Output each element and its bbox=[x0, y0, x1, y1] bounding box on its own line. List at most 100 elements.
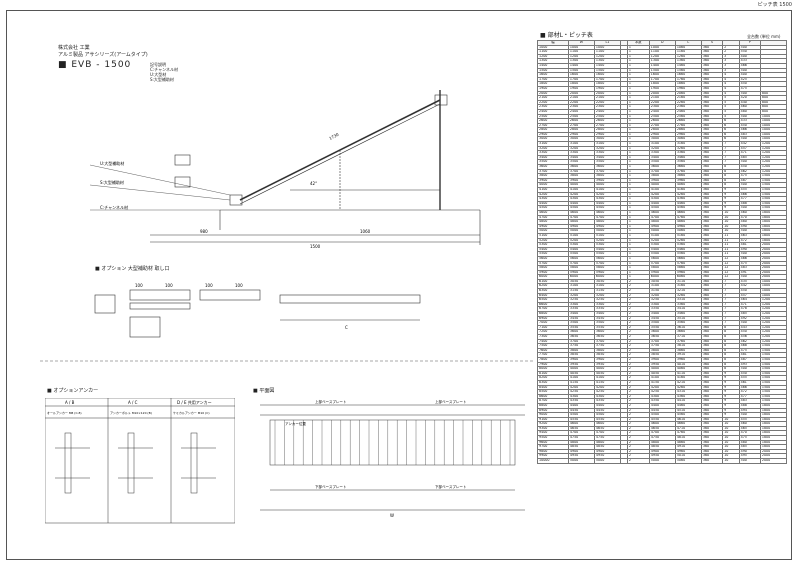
label-c: C:チャンネル材 bbox=[100, 204, 128, 210]
dim-1730: 1730 bbox=[328, 132, 340, 141]
opt-dim: 100 bbox=[165, 283, 173, 288]
table-cell: 2000 bbox=[759, 458, 788, 464]
parts-title-text: 部材L・ピッチ表 bbox=[547, 32, 593, 39]
small-detail bbox=[129, 316, 161, 338]
model-notes: 記号説明 C:チャンネル材 U:大型材 S:大型補助材 bbox=[150, 62, 178, 82]
section-divider bbox=[40, 360, 535, 362]
anchor-header: D / E 共用アンカー bbox=[177, 399, 212, 405]
opt-dim: C bbox=[345, 325, 348, 330]
label-u: U:大型補助材 bbox=[100, 160, 124, 166]
option-title-text: オプション 大型補助材 取し口 bbox=[101, 266, 170, 272]
plan-label: アンカー位置 bbox=[285, 421, 306, 426]
parts-header-row: 幅 W L1 本数 D L S P bbox=[537, 40, 788, 46]
leader-line bbox=[89, 184, 231, 201]
plan-title-text: 平面図 bbox=[259, 388, 275, 394]
note-line: U:大型材 bbox=[150, 72, 167, 77]
side-elevation-drawing: U:大型補助材 S:大型補助材 C:チャンネル材 980 1500 1060 1… bbox=[89, 90, 481, 249]
anchor-plate-a bbox=[64, 432, 72, 494]
strip-plate bbox=[279, 294, 421, 304]
section-box bbox=[94, 294, 116, 314]
model-name: EVB - 1500 bbox=[71, 60, 132, 70]
anchor-caption: ケミカルアンカー M10 (C) bbox=[173, 410, 210, 415]
opt-dim: 100 bbox=[205, 283, 213, 288]
option-detail-drawing: 100 100 100 100 C bbox=[94, 283, 421, 338]
product-line: アルミ製品 アサシリーズ(アームタイプ) bbox=[58, 52, 148, 58]
table-cell bbox=[619, 458, 628, 464]
plan-label: 下部ベースプレート bbox=[435, 484, 466, 489]
dim-1500: 1500 bbox=[310, 244, 321, 249]
plan-label: W bbox=[390, 513, 394, 518]
anchor-section-title: ■ オプションアンカー bbox=[47, 388, 99, 394]
table-cell: 360 bbox=[700, 458, 724, 464]
anchor-title-text: オプションアンカー bbox=[53, 388, 99, 394]
title-block: 株式会社 工業 アルミ製品 アサシリーズ(アームタイプ) bbox=[58, 45, 148, 59]
leader-line bbox=[89, 164, 231, 196]
sheet-border bbox=[6, 10, 792, 560]
anchor-plate-c bbox=[190, 432, 198, 494]
table-cell: 10 bbox=[722, 458, 740, 464]
detail-box bbox=[174, 176, 191, 188]
opt-dim: 100 bbox=[235, 283, 243, 288]
opt-dim: 100 bbox=[135, 283, 143, 288]
anchor-header: A / C bbox=[128, 400, 138, 405]
dim-980: 980 bbox=[200, 229, 208, 234]
company-name: 株式会社 工業 bbox=[58, 45, 90, 51]
anchor-caption: アンカーボルト M10×120 (B) bbox=[110, 410, 152, 415]
anchor-header: A / B bbox=[65, 400, 75, 405]
corner-code: ピッチ表 1500 bbox=[757, 2, 792, 8]
table-cell: 2 bbox=[626, 458, 650, 464]
table-cell: 10000 bbox=[537, 458, 569, 464]
table-cell: 5000 bbox=[648, 458, 676, 464]
plate-a bbox=[129, 289, 191, 301]
plan-label: 下部ベースプレート bbox=[315, 484, 346, 489]
anchor-table: A / B A / C D / E 共用アンカー オールアンカー M8 (C.8… bbox=[45, 398, 235, 524]
table-cell: 5000 bbox=[593, 458, 621, 464]
plan-label: 上部ベースプレート bbox=[435, 399, 466, 404]
angle-label: 42° bbox=[310, 181, 317, 186]
table-cell: 5060 bbox=[674, 458, 702, 464]
option-section-title: ■ オプション 大型補助材 取し口 bbox=[95, 266, 170, 272]
plate-b bbox=[129, 302, 191, 310]
anchor-caption: オールアンカー M8 (C.8) bbox=[47, 410, 82, 415]
parts-note: 全台数 (単位 mm) bbox=[747, 34, 781, 39]
plan-frame bbox=[269, 419, 516, 466]
label-s: S:大型補助材 bbox=[100, 179, 124, 185]
parts-section-title: ■ 部材L・ピッチ表 bbox=[540, 32, 593, 39]
note-line: C:チャンネル材 bbox=[150, 67, 179, 72]
model-title: ■ EVB - 1500 bbox=[58, 60, 132, 70]
plan-view-drawing: 上部ベースプレート 上部ベースプレート アンカー位置 下部ベースプレート 下部ベ… bbox=[260, 399, 525, 518]
table-cell: 5000 bbox=[567, 458, 595, 464]
plan-posts bbox=[274, 420, 511, 465]
note-line: S:大型補助材 bbox=[150, 77, 174, 82]
note-line: 記号説明 bbox=[150, 62, 166, 67]
top-bracket bbox=[434, 94, 448, 106]
dim-1060: 1060 bbox=[360, 229, 371, 234]
